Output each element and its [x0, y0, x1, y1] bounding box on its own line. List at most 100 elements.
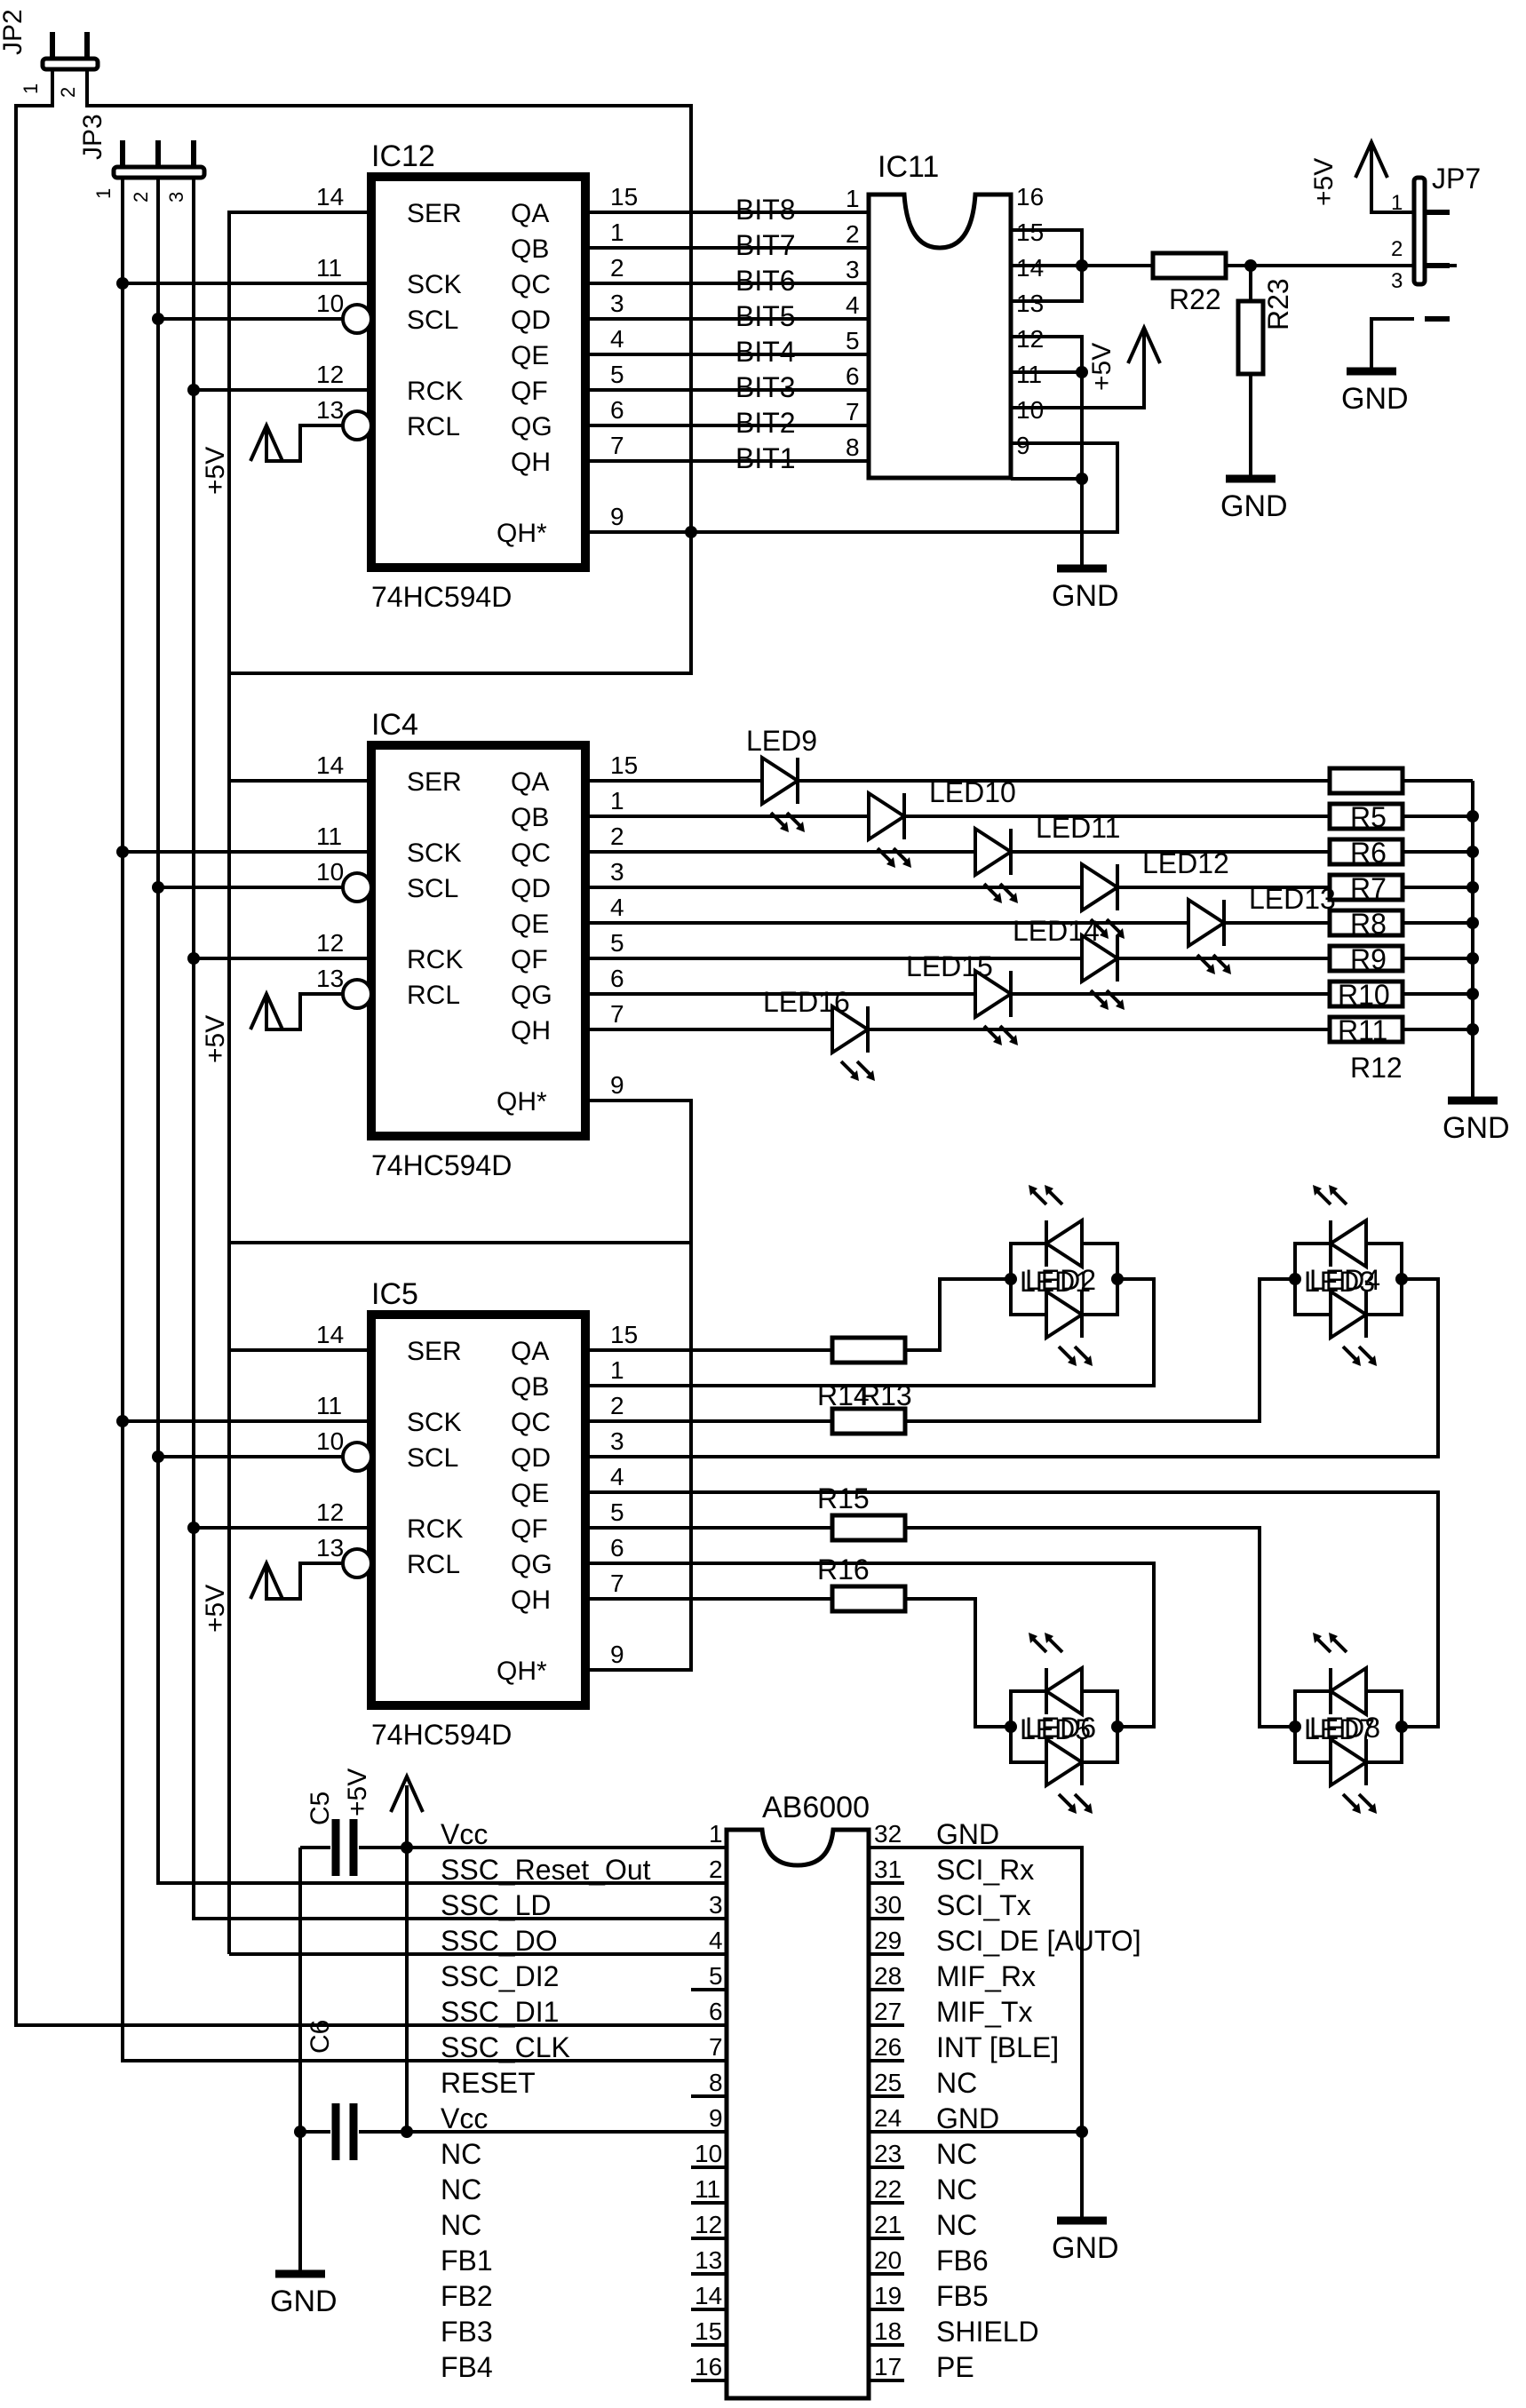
pin-number: 13: [1016, 290, 1044, 317]
junction-dot: [1111, 1273, 1124, 1285]
pin-name: QH: [511, 1585, 551, 1615]
light-ray-head: [1329, 1185, 1338, 1196]
pin-number: 12: [316, 929, 344, 957]
pin-name: Vcc: [441, 1818, 488, 1850]
pin-number: 3: [846, 256, 860, 283]
pin-name: QG: [511, 412, 552, 441]
net-ic5-qd: [585, 1277, 1440, 1458]
light-ray-icon: [1057, 1345, 1075, 1363]
pin-name: SSC_DO: [441, 1925, 558, 1957]
junction-dot: [1395, 1721, 1408, 1733]
pin-number: 7: [846, 398, 860, 425]
pin-name: SCK: [407, 1408, 462, 1437]
led-icon: [1327, 1217, 1368, 1270]
pin-name: GND: [936, 1818, 999, 1850]
pin-name: QD: [511, 874, 551, 903]
junction-dot: [1005, 1721, 1017, 1733]
net-label: BIT7: [735, 229, 796, 261]
pin-name: QC: [511, 838, 551, 868]
light-ray-icon: [1030, 1188, 1048, 1206]
light-ray-icon: [1073, 1792, 1091, 1810]
pin-number: 15: [610, 183, 638, 211]
pin-number: 11: [316, 1392, 342, 1419]
pin-number: 2: [709, 1856, 723, 1883]
resistor-r5: [1327, 766, 1405, 796]
pin-number: 13: [316, 965, 344, 992]
led-icon: [867, 790, 908, 843]
light-ray-icon: [1105, 989, 1123, 1006]
net-ssc-di1: [14, 69, 727, 2027]
pin-name: SCI_Rx: [936, 1854, 1034, 1886]
pin-number: 9: [610, 1071, 624, 1099]
pin-name: FB5: [936, 2280, 989, 2312]
pin-number: 23: [874, 2140, 902, 2167]
ic-ref: IC12: [371, 139, 435, 173]
net-ssc-ld: [192, 178, 727, 1920]
pin-name: QD: [511, 1443, 551, 1473]
resistor-r7: [1327, 837, 1405, 867]
light-ray-icon: [769, 811, 787, 829]
light-ray-head: [1116, 999, 1125, 1010]
resistor-r14: [830, 1406, 908, 1436]
light-ray-head: [993, 1035, 1002, 1045]
led-ref: LED13: [1249, 883, 1336, 915]
pin-name: MIF_Tx: [936, 1996, 1032, 2028]
junction-dot: [401, 1841, 413, 1854]
pin-number: 4: [846, 291, 860, 319]
pin-name: SCL: [407, 1443, 458, 1473]
pin-number: 31: [874, 1856, 902, 1883]
pin-name: SCK: [407, 838, 462, 868]
pin-number: 6: [709, 1998, 723, 2025]
pin-number: 15: [610, 751, 638, 779]
led-ref: LED3: [1304, 1266, 1375, 1298]
inversion-bubble-icon: [341, 871, 373, 903]
c5-ref: C5: [306, 1792, 335, 1825]
light-ray-icon: [855, 1060, 873, 1077]
pin-number: 9: [610, 1641, 624, 1668]
vcc-arrow-icon: [249, 421, 284, 462]
pin-name: NC: [936, 2209, 977, 2241]
pin-number: 10: [695, 2140, 722, 2167]
light-ray-icon: [1331, 1636, 1348, 1654]
ic-ref: IC5: [371, 1277, 418, 1311]
jp3-pin-3-label: 3: [165, 192, 187, 203]
pin-name: SER: [407, 1337, 462, 1366]
ic-part: 74HC594D: [371, 1149, 512, 1181]
resistor-r15: [830, 1513, 908, 1543]
pin-name: QG: [511, 981, 552, 1010]
led-ref: LED12: [1142, 847, 1229, 879]
net-label: BIT5: [735, 300, 796, 332]
net-rcl: [265, 1562, 343, 1601]
pin-name: NC: [441, 2209, 481, 2241]
light-ray-head: [850, 1070, 859, 1081]
light-ray-head: [1222, 964, 1231, 974]
pin-name: SHIELD: [936, 2316, 1039, 2348]
ic11-ref: IC11: [878, 150, 939, 184]
light-ray-icon: [982, 882, 1000, 900]
light-ray-head: [886, 857, 895, 868]
light-ray-icon: [839, 1060, 857, 1077]
pin-name: SSC_DI2: [441, 1960, 559, 1992]
inversion-bubble-icon: [341, 1441, 373, 1473]
led-ref: LED4: [1309, 1264, 1380, 1296]
resistor-ref: R12: [1350, 1052, 1403, 1084]
shift-register-ic4: [367, 741, 590, 1140]
junction-dot: [1466, 881, 1479, 894]
light-ray-head: [1368, 1355, 1377, 1366]
inversion-bubble-icon: [341, 409, 373, 441]
light-ray-icon: [892, 846, 910, 864]
resistor-r22: [1150, 250, 1228, 281]
pin-number: 15: [1016, 219, 1044, 246]
pin-name: SCI_DE [AUTO]: [936, 1925, 1141, 1957]
r23-ref: R23: [1262, 278, 1294, 330]
pin-number: 12: [316, 361, 344, 388]
junction-dot: [1466, 810, 1479, 823]
junction-dot: [1244, 259, 1257, 272]
net-ic5-qa: [905, 1277, 1011, 1352]
gnd-label: GND: [270, 2285, 338, 2318]
pin-number: 12: [695, 2211, 722, 2238]
led-icon: [1043, 1665, 1084, 1718]
light-ray-icon: [1030, 1636, 1048, 1654]
led-ref: LED8: [1309, 1712, 1380, 1744]
